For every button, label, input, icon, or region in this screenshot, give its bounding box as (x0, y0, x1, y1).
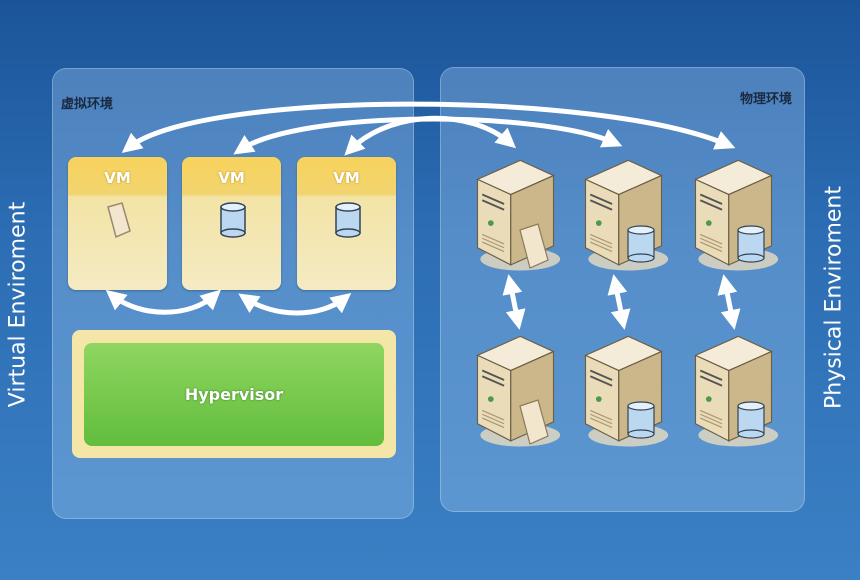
server-tower-icon (694, 159, 780, 272)
migration-arrows (105, 101, 741, 330)
database-icon (335, 202, 361, 238)
database-icon (220, 202, 246, 238)
server-group (476, 159, 780, 448)
server-tower-icon (694, 335, 780, 448)
server (584, 335, 670, 448)
arrow-server-pair-2 (607, 274, 631, 330)
database-icon (627, 225, 655, 263)
vm-card: VM (297, 157, 396, 290)
server (476, 159, 562, 272)
server (694, 335, 780, 448)
arrow-vm1-vm2 (105, 289, 221, 315)
virtual-panel-title: 虚拟环境 (61, 97, 114, 112)
document-icon (519, 223, 549, 269)
server (476, 335, 562, 448)
arrow-vm2-vm3 (238, 293, 352, 316)
arrow-vm3-server1 (344, 115, 517, 156)
hypervisor-label: Hypervisor (184, 385, 284, 404)
hypervisor-box: Hypervisor (84, 343, 384, 446)
server-tower-icon (584, 335, 670, 448)
vm-label: VM (333, 169, 360, 187)
hypervisor-frame: Hypervisor (72, 330, 396, 458)
server (694, 159, 780, 272)
vm-card: VM (182, 157, 281, 290)
arrow-server-pair-3 (717, 274, 741, 330)
vm-card: VM (68, 157, 167, 290)
database-icon (737, 401, 765, 439)
server (584, 159, 670, 272)
server-tower-icon (476, 335, 562, 448)
server-tower-icon (584, 159, 670, 272)
vm-label: VM (104, 169, 131, 187)
vm-label: VM (218, 169, 245, 187)
database-icon (627, 401, 655, 439)
physical-panel-title: 物理环境 (739, 92, 792, 107)
server-tower-icon (476, 159, 562, 272)
arrow-vm1-server3 (121, 101, 736, 154)
arrow-vm2-server2 (233, 116, 623, 155)
document-icon (519, 399, 549, 445)
arrow-server-pair-1 (502, 274, 526, 330)
database-icon (737, 225, 765, 263)
document-icon (107, 202, 131, 239)
